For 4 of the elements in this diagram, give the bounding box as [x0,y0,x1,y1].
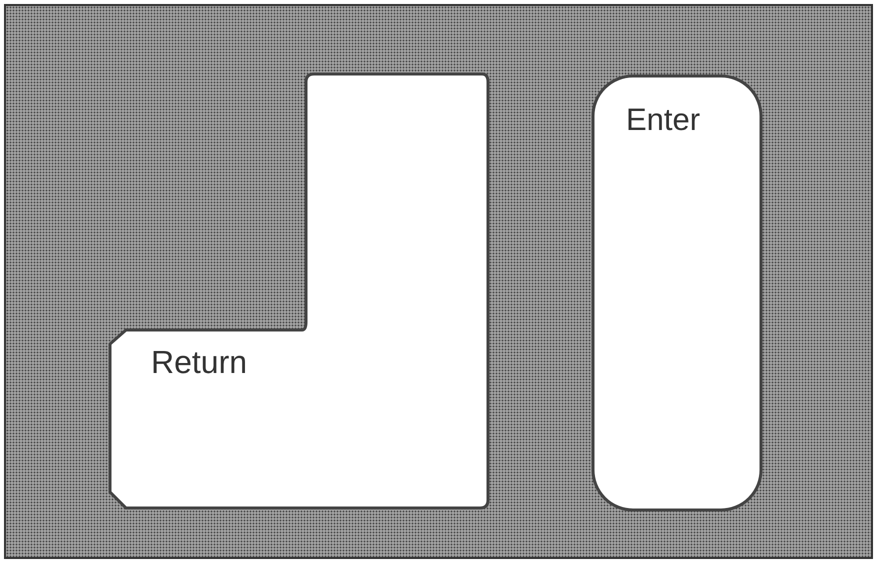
return-key [106,72,490,510]
enter-key [591,74,763,512]
key-label: Return [151,344,248,381]
key-label: Enter [626,102,700,138]
